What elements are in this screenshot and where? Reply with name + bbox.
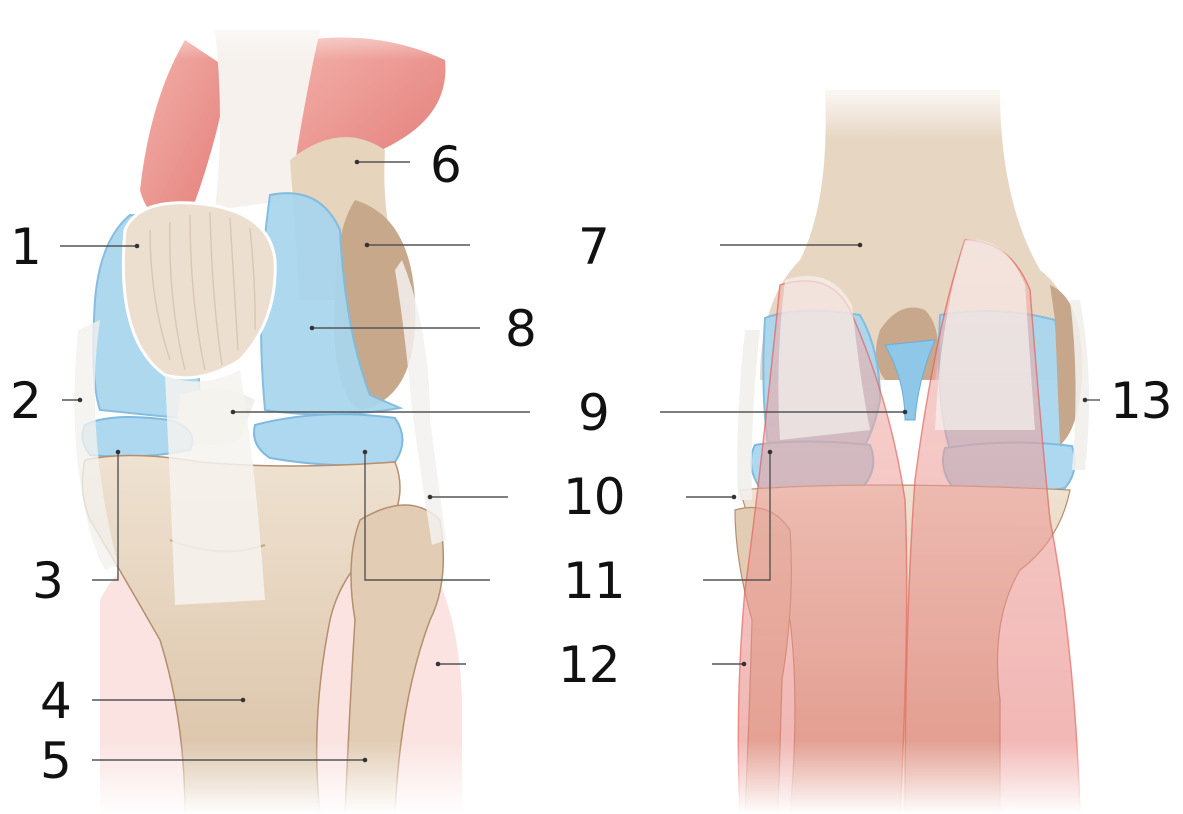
label-3: 3 [32, 556, 63, 606]
top-fade [130, 0, 470, 60]
posterior-view [720, 80, 1100, 814]
label-6: 6 [430, 140, 461, 190]
patella [123, 203, 275, 378]
bottom-fade-left [80, 740, 480, 814]
label-13: 13 [1110, 376, 1172, 426]
label-4: 4 [40, 676, 71, 726]
anterior-view [74, 0, 480, 814]
label-1: 1 [10, 222, 41, 272]
label-11: 11 [563, 556, 625, 606]
label-12: 12 [558, 640, 620, 690]
lateral-meniscus [254, 414, 403, 465]
label-7: 7 [578, 222, 609, 272]
lateral-collateral-ligament [395, 260, 446, 545]
vastus-medialis-muscle [140, 40, 230, 219]
label-8: 8 [505, 304, 536, 354]
label-10: 10 [563, 472, 625, 522]
label-2: 2 [10, 376, 41, 426]
label-5: 5 [40, 736, 71, 786]
bottom-fade-right [720, 740, 1100, 814]
top-fade-right [800, 80, 1020, 140]
label-9: 9 [578, 388, 609, 438]
